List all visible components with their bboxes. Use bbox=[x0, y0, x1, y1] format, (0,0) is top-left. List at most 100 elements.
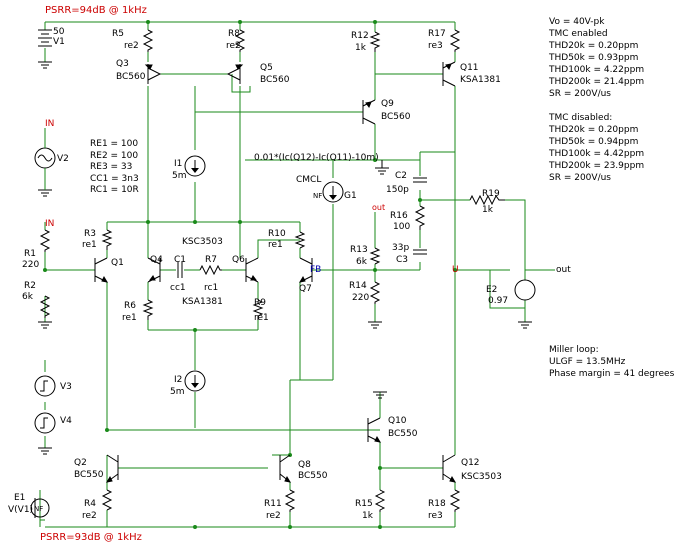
r16-value: 100 bbox=[393, 222, 410, 232]
r17-symbol bbox=[449, 29, 461, 52]
q11-symbol bbox=[442, 61, 456, 87]
r9-name: R9 bbox=[254, 298, 266, 308]
tmc-enabled-line-6: THD200k = 21.4ppm bbox=[548, 77, 644, 87]
r12-name: R12 bbox=[351, 31, 369, 41]
r8-symbol bbox=[234, 29, 246, 52]
param-3: RE3 = 33 bbox=[90, 162, 132, 172]
q2-symbol bbox=[105, 454, 119, 483]
r7-value: rc1 bbox=[204, 283, 218, 293]
q3-name: Q3 bbox=[116, 59, 129, 69]
v1-symbol bbox=[38, 29, 52, 47]
r2-symbol bbox=[39, 295, 51, 318]
psrr-bottom-label: PSRR=93dB @ 1kHz bbox=[40, 532, 142, 543]
q2-part: BC550 bbox=[74, 470, 104, 480]
r10-name: R10 bbox=[268, 229, 286, 239]
in-mid-label: IN bbox=[45, 219, 54, 229]
r14-name: R14 bbox=[349, 281, 367, 291]
i1-name: I1 bbox=[174, 159, 182, 169]
tmc-enabled-line-4: THD50k = 0.93ppm bbox=[548, 53, 638, 63]
tmc-enabled-line-2: TMC enabled bbox=[548, 29, 608, 39]
i1-value: 5m bbox=[172, 171, 187, 181]
v1-name: V1 bbox=[53, 37, 65, 47]
r13-symbol bbox=[369, 247, 381, 265]
results-notes: Vo = 40V-pk TMC enabled THD20k = 0.20ppm… bbox=[548, 17, 675, 379]
r5-name: R5 bbox=[112, 29, 124, 39]
q10-symbol bbox=[367, 417, 382, 443]
c3-name: C3 bbox=[396, 255, 408, 265]
r4-symbol bbox=[101, 489, 113, 511]
r6-value: re1 bbox=[122, 313, 137, 323]
r12-value: 1k bbox=[355, 43, 367, 53]
tmc-enabled-line-1: Vo = 40V-pk bbox=[549, 17, 605, 27]
q2-name: Q2 bbox=[74, 458, 87, 468]
c1-name: C1 bbox=[174, 255, 186, 265]
g1-name: G1 bbox=[344, 191, 357, 201]
c2-symbol bbox=[413, 177, 427, 183]
r19-name: R19 bbox=[482, 189, 500, 199]
param-2: RE2 = 100 bbox=[90, 151, 138, 161]
source-symbols bbox=[30, 29, 536, 518]
resistor-symbols bbox=[39, 29, 505, 512]
r9-value: re1 bbox=[254, 313, 269, 323]
r7-symbol bbox=[199, 264, 222, 276]
param-1: RE1 = 100 bbox=[90, 139, 138, 149]
v4-name: V4 bbox=[60, 416, 72, 426]
g1-expression: 0.01*(Ic(Q12)-Ic(Q11)-10m) bbox=[254, 153, 379, 163]
r11-name: R11 bbox=[264, 499, 282, 509]
q10-part: BC550 bbox=[388, 429, 418, 439]
tmc-enabled-line-7: SR = 200V/us bbox=[549, 89, 611, 99]
out-small-label: out bbox=[372, 203, 385, 212]
v2-symbol bbox=[34, 140, 56, 190]
q12-part: KSC3503 bbox=[461, 472, 502, 482]
r7-name: R7 bbox=[205, 255, 217, 265]
q1-symbol bbox=[94, 257, 109, 283]
r17-name: R17 bbox=[428, 29, 446, 39]
e2-name: E2 bbox=[486, 285, 497, 295]
q8-part: BC550 bbox=[298, 471, 328, 481]
q9-part: BC560 bbox=[381, 112, 411, 122]
q4-symbol bbox=[147, 257, 161, 283]
r15-value: 1k bbox=[362, 511, 374, 521]
r10-value: re1 bbox=[268, 240, 283, 250]
psrr-top-label: PSRR=94dB @ 1kHz bbox=[45, 5, 147, 16]
r8-value: re2 bbox=[226, 41, 241, 51]
r13-value: 6k bbox=[356, 257, 368, 267]
c3-value: 33p bbox=[392, 243, 409, 253]
e2-value: 0.97 bbox=[488, 296, 508, 306]
q5-name: Q5 bbox=[260, 63, 273, 73]
q11-part: KSA1381 bbox=[460, 75, 501, 85]
tmc-disabled-line-1: TMC disabled: bbox=[548, 113, 612, 123]
c2-value: 150p bbox=[386, 185, 409, 195]
r16-name: R16 bbox=[390, 211, 408, 221]
wires bbox=[39, 21, 555, 528]
r18-name: R18 bbox=[428, 499, 446, 509]
r1-name: R1 bbox=[24, 249, 36, 259]
out-label: out bbox=[556, 265, 571, 275]
q5-symbol bbox=[226, 64, 244, 84]
r3-value: re1 bbox=[82, 240, 97, 250]
r3-name: R3 bbox=[84, 229, 96, 239]
r18-symbol bbox=[449, 489, 461, 512]
r5-value: re2 bbox=[124, 41, 139, 51]
r14-symbol bbox=[369, 281, 381, 304]
param-4: CC1 = 3n3 bbox=[90, 174, 139, 184]
q10-name: Q10 bbox=[388, 416, 407, 426]
r13-name: R13 bbox=[350, 245, 368, 255]
r6-symbol bbox=[142, 299, 154, 320]
tmc-disabled-line-2: THD20k = 0.20ppm bbox=[548, 125, 638, 135]
i2-name: I2 bbox=[174, 375, 182, 385]
e1-pin: V(V1) bbox=[8, 505, 33, 515]
v3-symbol bbox=[34, 375, 56, 397]
v4-symbol bbox=[34, 412, 56, 434]
c1-symbol bbox=[177, 262, 183, 278]
r2-value: 6k bbox=[22, 292, 34, 302]
v3-name: V3 bbox=[60, 382, 72, 392]
r4-value: re2 bbox=[82, 511, 97, 521]
capacitor-symbols bbox=[177, 177, 427, 278]
in-top-label: IN bbox=[45, 119, 54, 129]
pair-bottom-label: KSA1381 bbox=[182, 297, 223, 307]
cmcl-label: CMCL bbox=[296, 175, 321, 185]
q8-name: Q8 bbox=[298, 460, 311, 470]
r12-symbol bbox=[369, 31, 381, 52]
e1-name: E1 bbox=[14, 493, 25, 503]
